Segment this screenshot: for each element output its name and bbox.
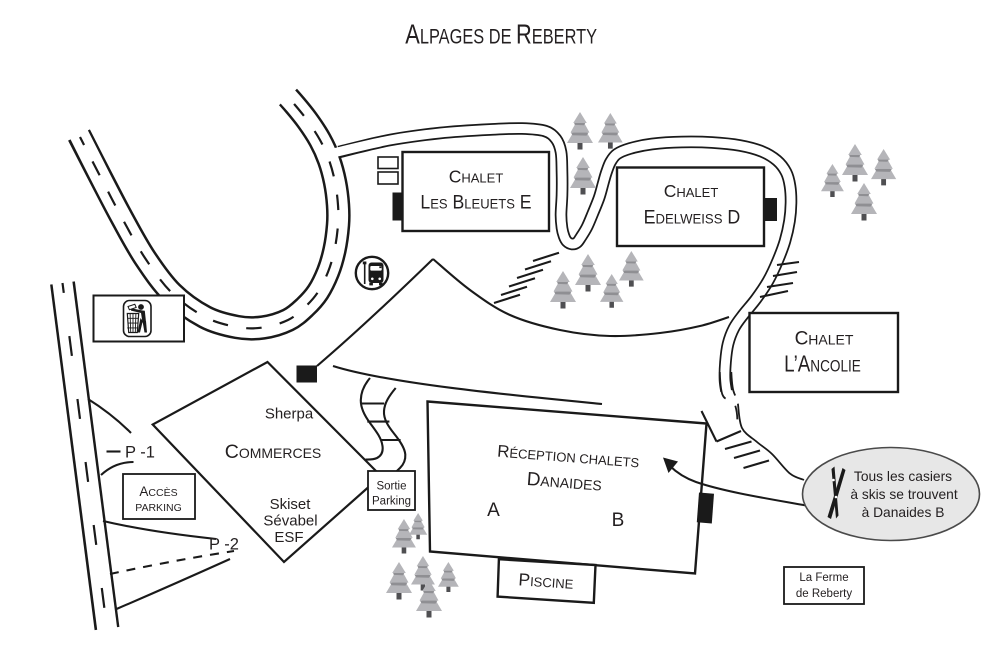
svg-text:DANAIDES: DANAIDES (526, 469, 603, 496)
svg-text:EDELWEISS D: EDELWEISS D (644, 206, 741, 228)
svg-text:ALPAGES DE REBERTY: ALPAGES DE REBERTY (405, 19, 597, 50)
svg-text:CHALET: CHALET (449, 167, 504, 187)
svg-text:B: B (612, 510, 625, 531)
svg-text:ESF: ESF (274, 529, 303, 546)
svg-text:PARKING: PARKING (135, 502, 181, 514)
svg-text:Sortie: Sortie (376, 481, 406, 493)
svg-text:de Reberty: de Reberty (796, 588, 853, 600)
svg-text:A: A (487, 500, 500, 521)
svg-text:ACCÈS: ACCÈS (139, 484, 177, 499)
svg-text:Parking: Parking (372, 496, 411, 508)
svg-text:CHALET: CHALET (664, 181, 719, 201)
svg-text:PISCINE: PISCINE (518, 569, 575, 593)
svg-text:Skiset: Skiset (270, 496, 312, 513)
svg-text:LES BLEUETS E: LES BLEUETS E (420, 191, 531, 213)
svg-text:CHALET: CHALET (795, 328, 854, 349)
svg-text:P -1: P -1 (125, 444, 155, 462)
svg-text:à Danaides B: à Danaides B (862, 505, 945, 520)
svg-text:Sherpa: Sherpa (265, 406, 314, 423)
svg-text:L’ANCOLIE: L’ANCOLIE (784, 350, 861, 377)
svg-text:Tous les casiers: Tous les casiers (854, 469, 952, 484)
svg-text:P -2: P -2 (209, 536, 239, 554)
svg-text:La Ferme: La Ferme (799, 572, 848, 584)
svg-text:Sévabel: Sévabel (263, 513, 317, 530)
svg-text:à skis se trouvent: à skis se trouvent (850, 487, 958, 502)
svg-text:COMMERCES: COMMERCES (225, 441, 322, 463)
